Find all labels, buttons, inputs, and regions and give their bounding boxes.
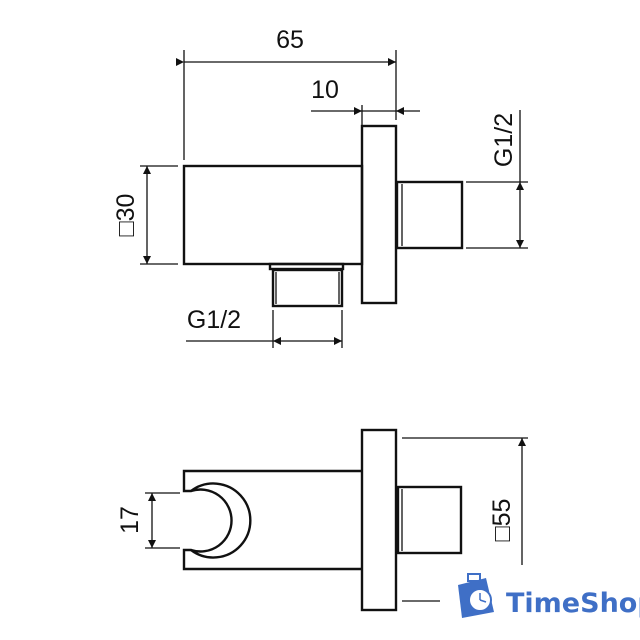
- body-outline: [182, 164, 364, 266]
- timeshop-logo: TimeShop: [458, 573, 640, 619]
- dim-65: 65: [276, 26, 304, 54]
- nipple-top: [396, 485, 463, 555]
- holder-outline: [182, 469, 362, 571]
- flange-outline-top: [360, 428, 398, 612]
- logo-text: TimeShop: [506, 588, 640, 619]
- dim-10: 10: [311, 76, 339, 104]
- top-view: 17 □55: [116, 428, 528, 612]
- dim-g12-bottom: G1/2: [187, 306, 241, 334]
- bottom-nipple-collar: [268, 262, 345, 271]
- side-nipple: [395, 180, 464, 250]
- dim-30: □30: [112, 194, 140, 237]
- bottom-nipple: [271, 268, 344, 308]
- flange-outline: [360, 124, 398, 305]
- side-view: 65 10 G1/2 □30 G1/2: [112, 26, 528, 348]
- dim-55: □55: [488, 499, 516, 542]
- dim-g12-side: G1/2: [490, 113, 518, 167]
- dim-17: 17: [116, 506, 144, 534]
